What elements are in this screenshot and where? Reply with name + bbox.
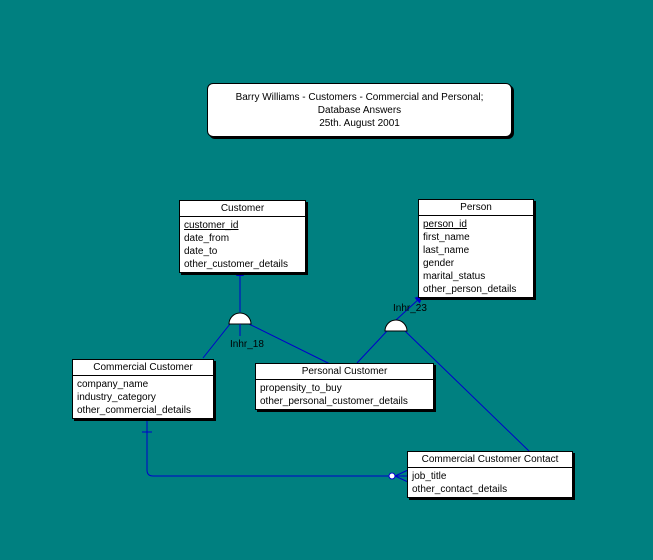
- inh18-symbol[interactable]: [228, 312, 252, 336]
- attribute-list: job_title other_contact_details: [408, 468, 572, 497]
- title-line-2: Database Answers: [317, 104, 402, 116]
- attribute-list: propensity_to_buy other_personal_customer…: [256, 380, 433, 409]
- title-line-3: 25th. August 2001: [319, 117, 400, 129]
- attribute: job_title: [412, 471, 447, 482]
- inh23-label: Inhr_23: [393, 303, 427, 314]
- title-line-1: Barry Williams - Customers - Commercial …: [235, 91, 484, 103]
- attribute: other_person_details: [423, 284, 517, 295]
- entity-name: Commercial Customer: [73, 360, 213, 376]
- attribute: last_name: [423, 245, 470, 256]
- entity-name: Customer: [180, 201, 305, 217]
- primary-key-attribute: person_id: [423, 219, 467, 230]
- primary-key-attribute: customer_id: [184, 220, 239, 231]
- inh23-to-personal-line: [356, 330, 388, 364]
- attribute: marital_status: [423, 271, 486, 282]
- inh23-to-contact-line: [404, 330, 531, 453]
- attribute: company_name: [77, 379, 149, 390]
- entity-commercial-customer[interactable]: Commercial Customer company_name industry…: [72, 359, 214, 419]
- attribute: other_customer_details: [184, 259, 288, 270]
- attribute: other_personal_customer_details: [260, 396, 408, 407]
- attribute: gender: [423, 258, 455, 269]
- attribute-list: customer_id date_from date_to other_custome…: [180, 217, 305, 272]
- attribute: date_from: [184, 233, 230, 244]
- attribute: other_contact_details: [412, 484, 508, 495]
- attribute: industry_category: [77, 392, 156, 403]
- inh18-label: Inhr_18: [230, 339, 264, 350]
- many-crowfoot-bottom: [394, 475, 409, 483]
- attribute-list: company_name industry_category other_comme…: [73, 376, 213, 418]
- many-crowfoot-top: [394, 469, 409, 477]
- optional-cardinality-circle: [388, 472, 396, 480]
- diagram-title-box: Barry Williams - Customers - Commercial …: [207, 83, 512, 137]
- inh18-to-commercial-line: [202, 323, 231, 359]
- attribute: propensity_to_buy: [260, 383, 342, 394]
- inh18-to-personal-line: [248, 323, 331, 365]
- inh23-symbol[interactable]: [384, 319, 408, 332]
- attribute: date_to: [184, 246, 218, 257]
- entity-name: Commercial Customer Contact: [408, 452, 572, 468]
- attribute: first_name: [423, 232, 470, 243]
- entity-name: Personal Customer: [256, 364, 433, 380]
- entity-name: Person: [419, 200, 533, 216]
- attribute: other_commercial_details: [77, 405, 191, 416]
- commercial-contact-relationship-line: [146, 420, 389, 477]
- inh23-to-person-line: [395, 295, 423, 321]
